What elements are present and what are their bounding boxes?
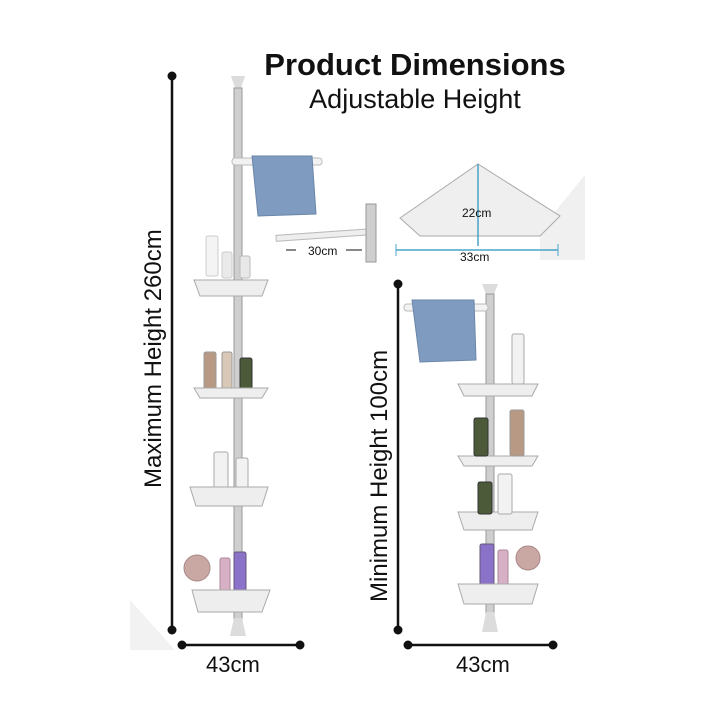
- top-cap: [231, 76, 245, 88]
- dimension-lines: [167, 71, 558, 650]
- towel-bar-length-label: 30cm: [308, 244, 338, 258]
- shelf-depth-label: 22cm: [462, 206, 492, 220]
- shelf-1: [193, 235, 269, 297]
- min-height-label: Minimum Height 100cm: [366, 349, 393, 602]
- bottom-cap: [230, 618, 246, 636]
- tall-caddy: [183, 76, 323, 636]
- short-caddy: [403, 284, 541, 632]
- page-subtitle: Adjustable Height: [309, 84, 521, 114]
- wall-shadow-left: [130, 600, 175, 650]
- shelf-4: [183, 551, 271, 613]
- shelf-width-label: 33cm: [460, 250, 490, 264]
- shelf-3: [189, 451, 269, 507]
- max-height-label: Maximum Height 260cm: [140, 229, 167, 488]
- shelf-2: [193, 351, 269, 399]
- width-left-label: 43cm: [206, 652, 260, 677]
- page-title: Product Dimensions: [264, 47, 566, 82]
- wall-shadow-right: [540, 175, 585, 260]
- towel: [251, 155, 317, 217]
- shelf-detail: [395, 163, 561, 256]
- width-right-label: 43cm: [456, 652, 510, 677]
- towel-bar-detail: [275, 203, 377, 263]
